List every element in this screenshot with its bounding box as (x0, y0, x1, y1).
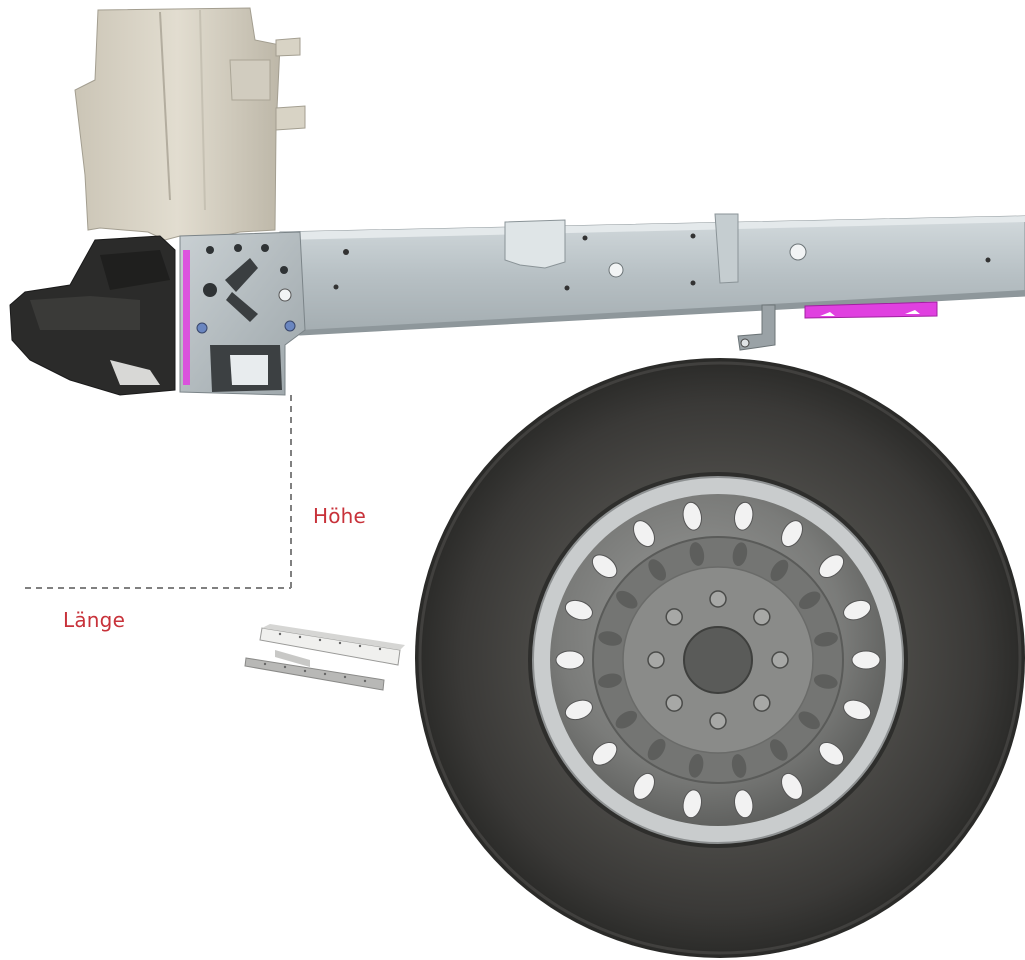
rim-dimple (798, 711, 820, 730)
bumper (9, 235, 176, 396)
rim-dimple (814, 632, 838, 647)
rim-dimple (616, 590, 638, 609)
rim-vent-hole (591, 554, 618, 579)
rim-vent-hole (818, 741, 845, 766)
rim-vent-hole (734, 789, 754, 819)
lug-nut (647, 651, 665, 669)
wheel-icon (415, 358, 1025, 958)
rim-vent-hole (633, 520, 655, 548)
rim-vent-holes (555, 501, 881, 819)
rim-vent-hole (591, 741, 618, 766)
rim-vent-hole (734, 501, 754, 531)
length-label: Länge (63, 608, 126, 632)
rim-dimple (648, 559, 667, 581)
rim-vent-hole (843, 599, 872, 621)
mounting-bracket-plate (179, 231, 306, 396)
rim-dimple (689, 542, 705, 566)
rim-vent-hole (633, 772, 655, 800)
rim-dimple (813, 674, 838, 689)
rim-dimple (798, 591, 821, 610)
rim-dimple (731, 754, 747, 778)
rim-vent-hole (682, 789, 702, 819)
rim-vent-hole (564, 699, 593, 721)
lug-nut (753, 694, 771, 712)
lug-nut (709, 712, 727, 730)
dimension-lines (25, 395, 292, 589)
rim-vent-hole (682, 501, 702, 531)
hanger-bracket (737, 304, 776, 351)
rim-dimple (769, 739, 788, 761)
front-fairing (74, 7, 306, 241)
lug-nut (771, 651, 789, 669)
lug-nut (753, 608, 771, 626)
rim-vent-hole (851, 650, 881, 670)
lug-nut (665, 608, 683, 626)
rim-vent-hole (555, 650, 585, 670)
rim-vent-hole (818, 554, 845, 579)
rim-dimple (647, 738, 666, 761)
magenta-bracket (804, 301, 938, 319)
rim-vent-hole (781, 520, 803, 548)
wheel-lug-nuts (647, 590, 789, 730)
rim-vent-hole (781, 772, 803, 800)
lug-nut (709, 590, 727, 608)
height-label: Höhe (313, 504, 367, 528)
chassis-frame-rail (279, 213, 1025, 336)
rim-dimple (688, 753, 704, 778)
rim-vent-hole (843, 699, 872, 721)
lug-nut (665, 694, 683, 712)
rim-dimple (732, 542, 748, 567)
rim-dimple (615, 710, 638, 729)
rim-dimples (598, 542, 838, 778)
rim-dimple (598, 673, 622, 688)
rim-dimple (598, 631, 623, 646)
wheel-hub-center (683, 626, 753, 694)
rim-dimple (770, 559, 789, 582)
folding-ruler-icon (244, 624, 405, 691)
rim-vent-hole (564, 599, 593, 621)
